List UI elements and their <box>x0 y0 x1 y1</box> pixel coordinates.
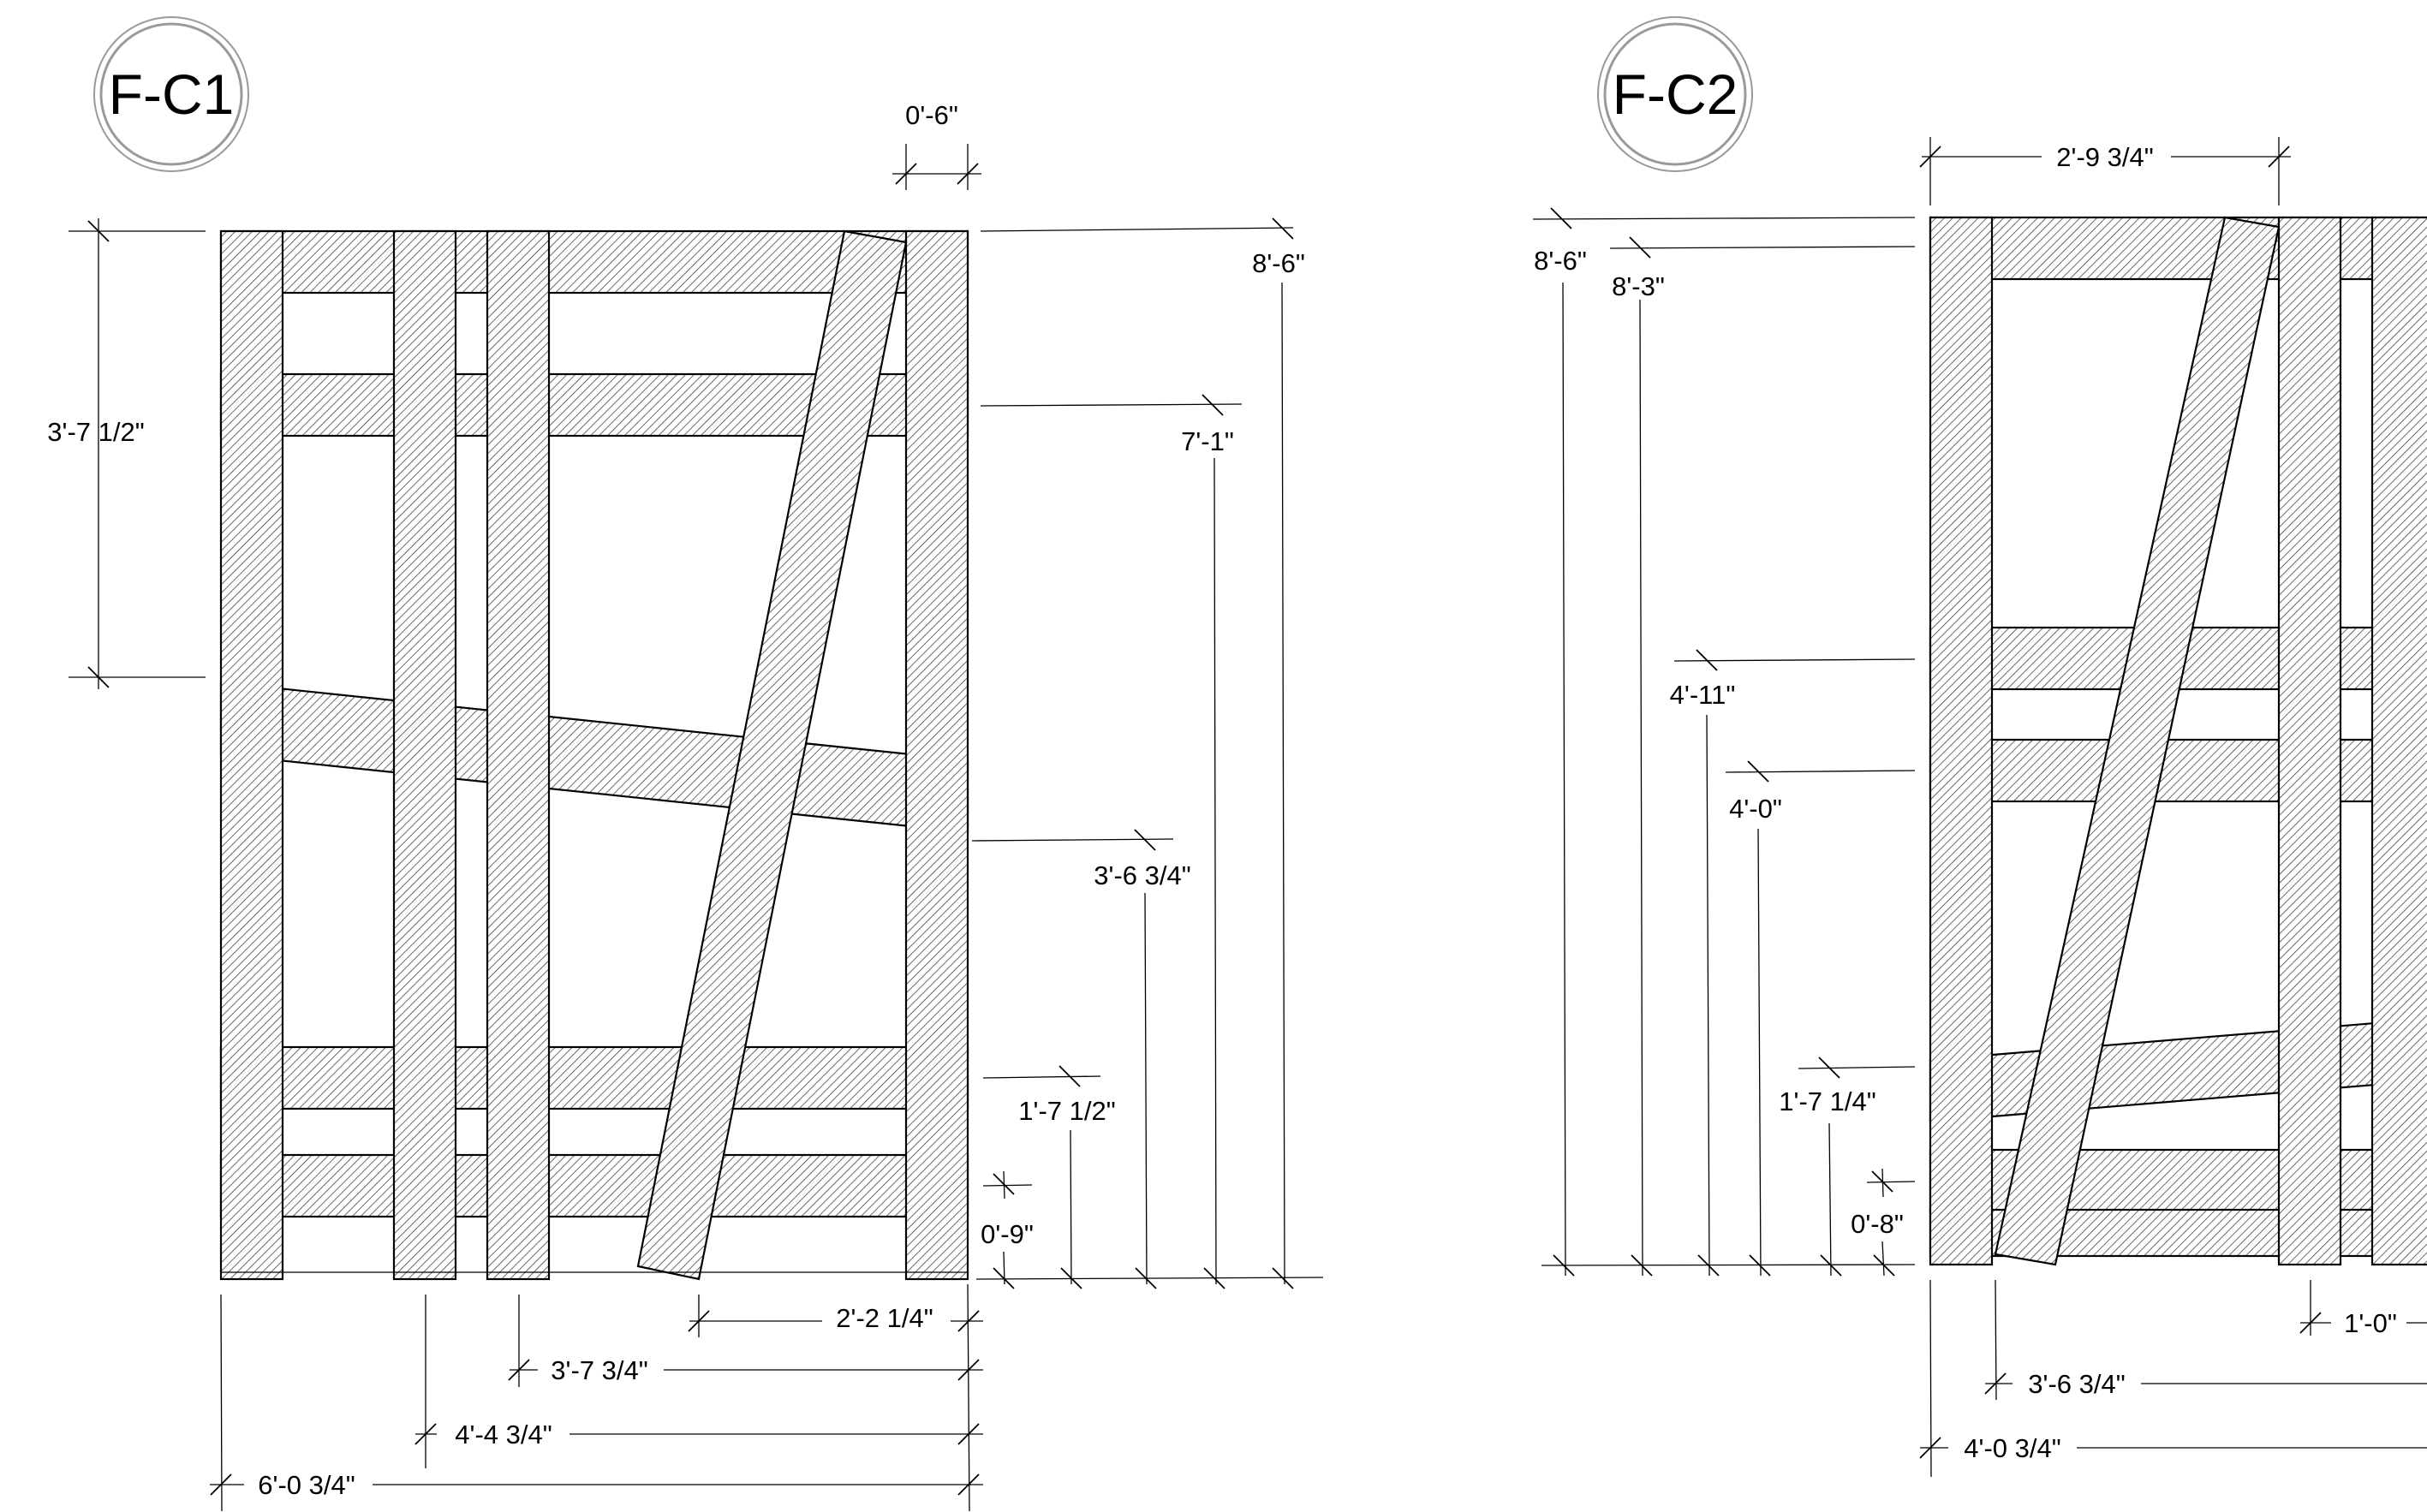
board2-h-top <box>1929 216 2427 281</box>
dimensions-fc1: 0'-6" 3'-7 1/2" 8'-6" 7'-1" 3'- <box>47 100 1324 1512</box>
dim-top-offset: 0'-6" <box>905 100 958 130</box>
dim2-h-0-8: 0'-8" <box>1851 1209 1904 1239</box>
board-v-4 <box>904 229 969 1281</box>
frame-fc1: F-C1 0'-6" <box>47 16 1324 1512</box>
board2-v-2 <box>2277 216 2342 1266</box>
board-h-sloped <box>219 681 969 834</box>
tag-bubble-fc2: F-C2 <box>1597 16 1753 172</box>
board2-v-1 <box>1929 216 1994 1266</box>
board2-h-sloped <box>1929 1017 2427 1123</box>
dim-left-span: 3'-7 1/2" <box>47 417 144 447</box>
dim2-h-8-3: 8'-3" <box>1612 271 1665 301</box>
dim-h-3-6-34: 3'-6 3/4" <box>1094 860 1190 890</box>
tag-fc2: F-C2 <box>1613 63 1738 126</box>
dim2-w-3-6-34: 3'-6 3/4" <box>2028 1369 2125 1399</box>
board-h-lower <box>219 1045 969 1110</box>
vertical-boards-fc2 <box>1929 216 2427 1266</box>
board-h-bottom <box>219 1153 969 1218</box>
dim-h-1-7-12: 1'-7 1/2" <box>1018 1096 1115 1126</box>
dim2-h-4-0: 4'-0" <box>1729 794 1782 824</box>
dim-w-3-7-34: 3'-7 3/4" <box>551 1355 647 1385</box>
vertical-boards-fc1 <box>219 229 969 1281</box>
board-v-2 <box>392 229 457 1281</box>
board2-diagonal <box>1994 216 2281 1266</box>
horizontal-boards-fc2 <box>1929 216 2427 1258</box>
dimensions-fc2: 2'-9 3/4" 8'-6" 8'-3" 4'-11" <box>1532 137 2427 1478</box>
dim-h-0-9: 0'-9" <box>981 1219 1034 1249</box>
tag-bubble-fc1: F-C1 <box>93 16 249 172</box>
dim-w-2-2-14: 2'-2 1/4" <box>836 1303 933 1333</box>
dim-w-4-4-34: 4'-4 3/4" <box>455 1420 552 1449</box>
dim2-top-width: 2'-9 3/4" <box>2056 142 2153 172</box>
dim2-w-4-0-34: 4'-0 3/4" <box>1964 1433 2060 1463</box>
dim2-h-8-6: 8'-6" <box>1534 246 1587 276</box>
dim2-h-1-7-14: 1'-7 1/4" <box>1779 1086 1875 1116</box>
tag-fc1: F-C1 <box>109 63 235 126</box>
dim2-w-1-0: 1'-0" <box>2344 1308 2397 1338</box>
dim-h-7-1: 7'-1" <box>1181 426 1234 456</box>
dim-w-6-0-34: 6'-0 3/4" <box>258 1470 355 1500</box>
board-v-1 <box>219 229 284 1281</box>
dim2-h-4-11: 4'-11" <box>1670 680 1736 710</box>
board2-h-lower <box>1929 1148 2427 1213</box>
frame-fc2: F-C2 2'-9 3/4" <box>1532 16 2427 1478</box>
board-v-3 <box>486 229 551 1281</box>
board2-v-3 <box>2370 216 2427 1266</box>
dim-overall-height: 8'-6" <box>1252 248 1305 278</box>
board-diagonal-fc1 <box>636 229 908 1281</box>
board2-h-mid-b <box>1929 738 2427 803</box>
